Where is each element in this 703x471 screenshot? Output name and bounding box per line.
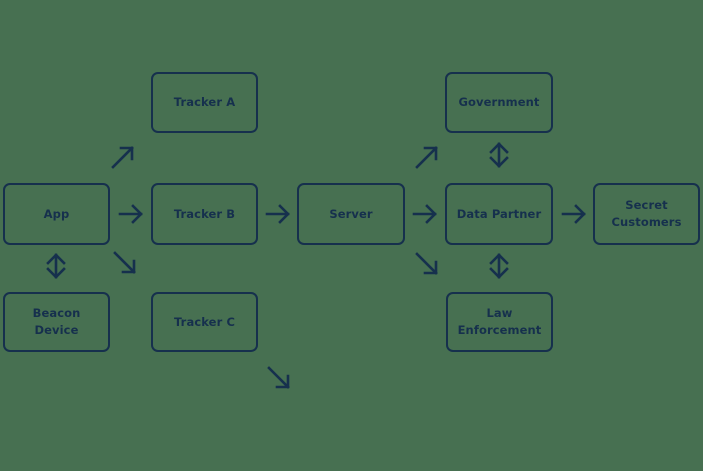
node-label-tracker-b: Tracker B xyxy=(173,206,236,221)
node-government[interactable]: Government xyxy=(445,72,553,133)
arrow-server-to-data-partner-icon xyxy=(411,200,439,228)
node-app[interactable]: App xyxy=(3,183,110,245)
node-label-data-partner: Data Partner xyxy=(456,206,542,221)
node-data-partner[interactable]: Data Partner xyxy=(445,183,553,245)
node-tracker-b[interactable]: Tracker B xyxy=(151,183,258,245)
node-secret-customers[interactable]: Secret Customers xyxy=(593,183,700,245)
arrow-government-data-partner-bidir-icon xyxy=(485,141,513,169)
arrow-data-partner-law-bidir-icon xyxy=(485,252,513,280)
arrow-app-to-tracker-c-icon xyxy=(111,249,139,277)
arrow-app-to-tracker-b-icon xyxy=(117,200,145,228)
node-label-tracker-a: Tracker A xyxy=(173,95,236,110)
node-label-law-enforcement: Law Enforcement xyxy=(457,306,542,337)
arrow-tracker-c-outflow-icon xyxy=(265,364,293,392)
node-label-secret-customers: Secret Customers xyxy=(611,198,682,229)
arrow-server-to-government-icon xyxy=(413,143,441,171)
arrow-tracker-b-to-server-icon xyxy=(264,200,292,228)
node-law-enforcement[interactable]: Law Enforcement xyxy=(446,292,553,352)
arrow-data-partner-to-secret-customers-icon xyxy=(560,200,588,228)
node-label-government: Government xyxy=(458,95,540,110)
node-tracker-a[interactable]: Tracker A xyxy=(151,72,258,133)
node-label-server: Server xyxy=(329,206,373,221)
node-beacon-device[interactable]: Beacon Device xyxy=(3,292,110,352)
node-label-tracker-c: Tracker C xyxy=(174,314,235,329)
arrow-app-beacon-device-bidir-icon xyxy=(42,252,70,280)
node-tracker-c[interactable]: Tracker C xyxy=(151,292,258,352)
arrow-app-to-tracker-a-icon xyxy=(109,143,137,171)
node-label-app: App xyxy=(43,206,70,221)
node-server[interactable]: Server xyxy=(297,183,405,245)
arrow-server-to-law-enforcement-icon xyxy=(413,250,441,278)
node-label-beacon-device: Beacon Device xyxy=(32,306,81,337)
